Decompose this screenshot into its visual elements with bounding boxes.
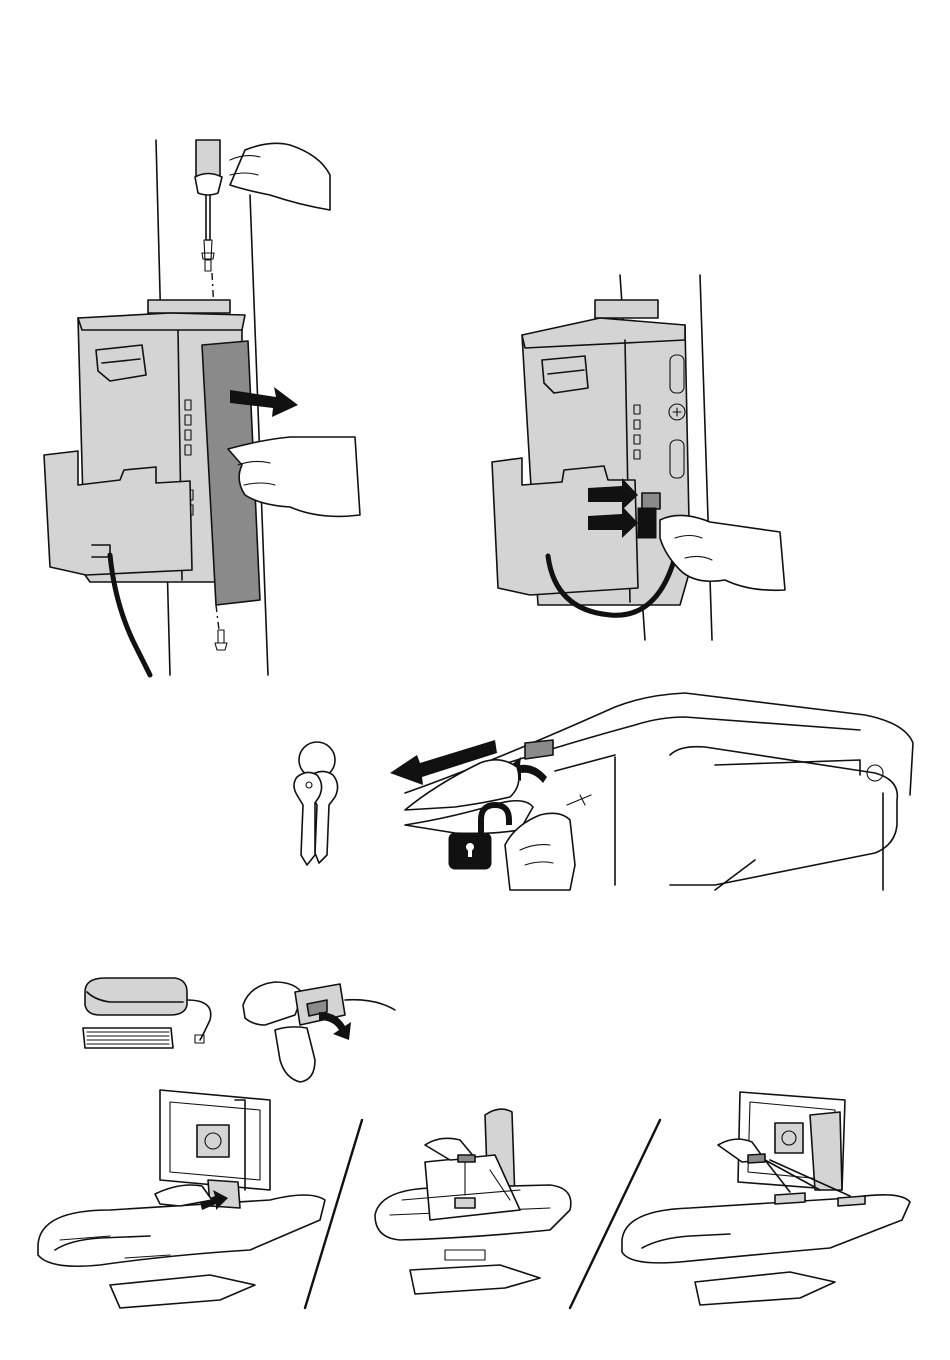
power-module-icon xyxy=(492,300,690,605)
adhesive-strip-icon xyxy=(83,1028,173,1048)
cart-worksurface-icon xyxy=(375,1109,571,1294)
cart-worksurface-icon xyxy=(38,1090,325,1308)
screw-icon xyxy=(215,630,227,650)
cart-worksurface-icon xyxy=(622,1092,910,1305)
hand-icon xyxy=(230,143,330,210)
monitor-icon xyxy=(160,1090,270,1190)
illustration-remove-cover xyxy=(30,135,390,680)
illustration-connect-cables xyxy=(480,270,800,655)
keys-icon xyxy=(294,742,338,865)
illustration-unlock-drawer xyxy=(285,685,925,895)
screw-icon xyxy=(202,253,214,271)
illustration-mount-options xyxy=(30,1090,920,1310)
screwdriver-icon xyxy=(195,140,222,260)
illustration-scanner-holder xyxy=(75,970,405,1085)
